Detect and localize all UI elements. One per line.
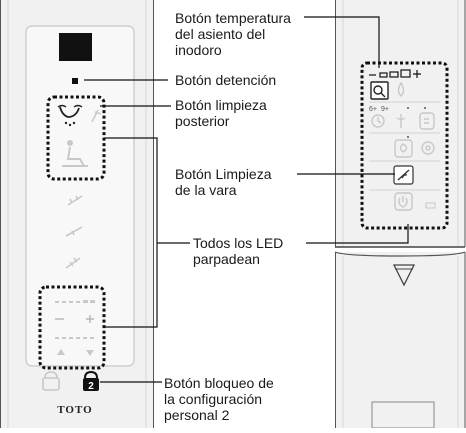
stop-button[interactable] [72,78,78,84]
scale-label-6: 6+ [369,106,377,113]
scale-label-9: 9+ [381,106,389,113]
callout-line: personal 2 [164,407,230,423]
battery-indicator [425,202,436,209]
callout-wand-cleaning: Botón Limpieza de la vara [175,166,272,198]
callout-line: Botón Limpieza [175,166,272,182]
water-temp-icon [397,81,405,97]
callout-line: del asiento del [175,26,266,42]
volume-button[interactable] [419,112,435,130]
brand-logo: TOTO [57,404,93,416]
level-indicator-bottom [55,337,94,339]
left-remote-shell [0,0,154,428]
dryer-icon [65,257,81,269]
power-button[interactable] [394,192,413,211]
rear-cleansing-button[interactable] [57,104,83,127]
callout-stop: Botón detención [175,72,276,88]
leader-lines [84,16,409,383]
callout-line: Botón temperatura [175,10,291,26]
right-remote-upper [335,0,465,247]
seat-figure-icon [62,140,88,167]
display-window [59,33,92,61]
callout-line: inodoro [175,42,222,58]
pressure-icon [67,195,83,206]
callout-line: Botón limpieza [175,97,267,113]
callout-line: de la vara [175,182,237,198]
settings-gear-icon[interactable] [421,141,435,155]
deodorizer-button[interactable] [396,114,406,128]
right-remote-lower [335,252,465,428]
right-remote: 6+ 9+ [334,0,466,429]
left-remote-panel [25,25,135,367]
open-cover-arrow[interactable] [392,264,416,287]
lock-button-2[interactable]: 2 [83,370,99,392]
callout-personal-lock: Botón bloqueo de la configuración person… [164,375,274,423]
seat-temperature-button[interactable] [370,81,389,100]
minus-plus-buttons[interactable] [55,315,94,323]
level-indicator-top [55,300,95,303]
front-cleansing-icon [91,109,102,123]
svg-text:2: 2 [88,381,94,392]
leader-seat-temperature [304,16,380,68]
wand-cleaning-button[interactable] [393,165,414,185]
callout-line: Todos los LED [193,235,284,251]
callout-line: posterior [175,113,230,129]
right-panel-highlight [360,61,449,230]
swirl-button[interactable] [394,139,413,158]
callout-all-leds: Todos los LED parpadean [193,235,283,267]
callout-seat-temperature: Botón temperatura del asiento del inodor… [175,10,291,58]
callout-rear-cleansing: Botón limpieza posterior [175,97,267,129]
timer-button[interactable] [371,114,385,128]
lock-button-1[interactable] [42,371,60,391]
seat-temp-bar [369,69,421,78]
callout-line: la configuración [164,391,263,407]
callout-line: parpadean [193,251,260,267]
leader-all-leds [104,137,409,328]
position-icon [65,226,83,237]
callout-line: Botón bloqueo de [164,375,274,391]
left-remote: 2 [0,0,154,428]
up-down-arrows[interactable] [57,349,94,356]
callout-line: Botón detención [175,72,277,88]
